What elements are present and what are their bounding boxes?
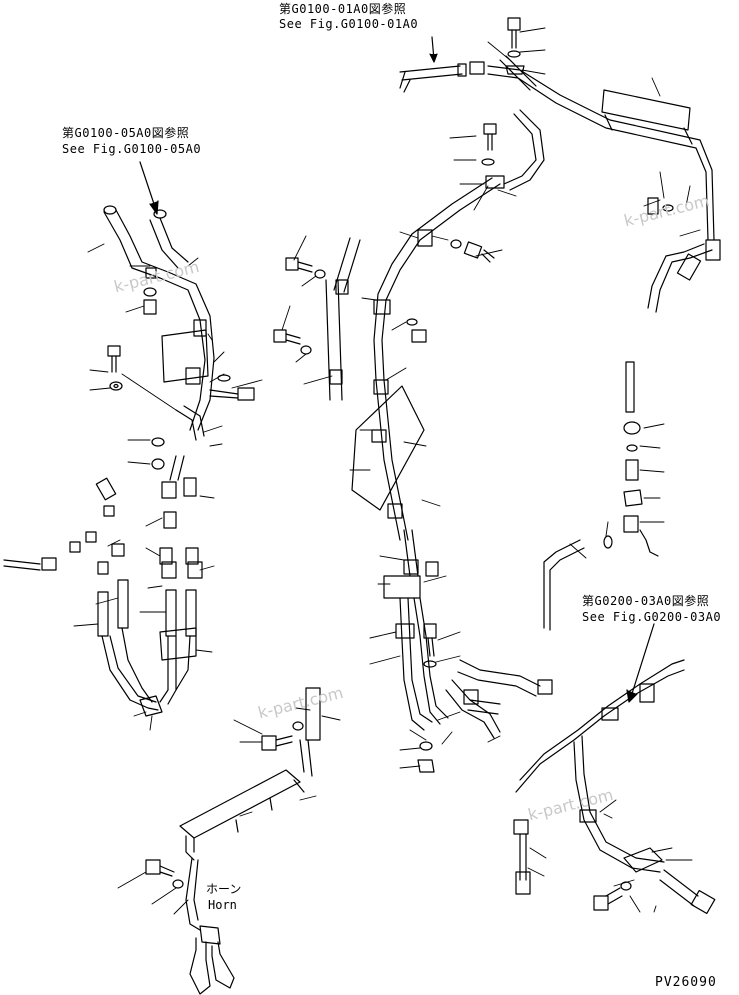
ref-right-en: See Fig.G0200-03A0: [582, 610, 722, 624]
drawing-code: PV26090: [655, 975, 717, 990]
ref-top-jp: 第G0100-01A0図参照: [279, 2, 407, 16]
lower-right-hose-assembly: [513, 623, 716, 915]
ref-right-jp: 第G0200-03A0図参照: [582, 594, 710, 608]
ref-left-en: See Fig.G0100-05A0: [62, 142, 202, 156]
horn-assembly: [117, 687, 341, 995]
top-pipe-assembly: [399, 17, 721, 313]
horn-label-jp: ホーン: [206, 882, 242, 896]
horn-label-en: Horn: [208, 898, 237, 912]
ref-top-en: See Fig.G0100-01A0: [279, 17, 419, 31]
left-hose-assembly: [3, 161, 263, 731]
ref-left-jp: 第G0100-05A0図参照: [62, 126, 190, 140]
center-hose-assembly: [273, 109, 553, 773]
right-fitting-parts: [543, 361, 665, 631]
